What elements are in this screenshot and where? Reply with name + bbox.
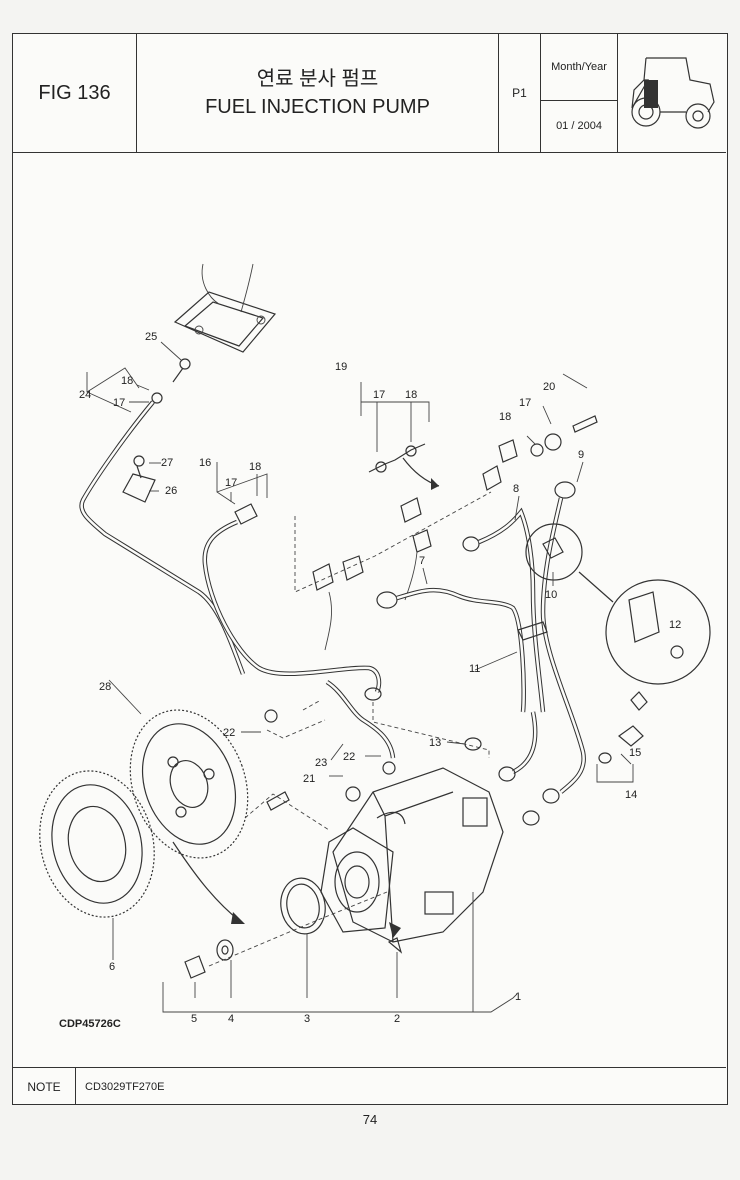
callout-10: 10 <box>545 589 557 601</box>
callout-1: 1 <box>515 991 521 1003</box>
callout-25: 25 <box>145 331 157 343</box>
date-block: Month/Year 01 / 2004 <box>541 34 618 152</box>
small-parts <box>184 791 403 979</box>
callout-2: 2 <box>394 1013 400 1025</box>
parts-sheet: FIG 136 연료 분사 펌프 FUEL INJECTION PUMP P1 … <box>12 33 728 1105</box>
gear-6 <box>39 770 245 924</box>
callout-3: 3 <box>304 1013 310 1025</box>
drawing-code: CDP45726C <box>59 1018 121 1030</box>
callout-28: 28 <box>99 681 111 693</box>
callout-22a: 22 <box>223 727 235 739</box>
pipe-16 <box>202 503 382 701</box>
callout-17a: 17 <box>113 397 125 409</box>
callout-12: 12 <box>669 619 681 631</box>
title-korean: 연료 분사 펌프 <box>256 68 379 90</box>
leakoff-19 <box>368 443 440 490</box>
title-english: FUEL INJECTION PUMP <box>205 96 430 118</box>
note-row: NOTE CD3029TF270E <box>13 1067 726 1105</box>
callout-15: 15 <box>629 747 641 759</box>
pump-body <box>320 767 504 943</box>
note-value: CD3029TF270E <box>85 1080 165 1093</box>
gear-28 <box>129 709 249 859</box>
exploded-diagram: 1 2 3 4 5 6 7 8 9 10 11 12 13 14 15 16 1… <box>39 263 711 1025</box>
note-label: NOTE <box>13 1068 76 1105</box>
banjo-fittings <box>464 691 648 764</box>
leader-lines <box>86 341 634 1013</box>
callout-27: 27 <box>161 457 173 469</box>
callout-17c: 17 <box>373 389 385 401</box>
callout-19: 19 <box>335 361 347 373</box>
callout-21: 21 <box>303 773 315 785</box>
callout-16: 16 <box>199 457 211 469</box>
callout-8: 8 <box>513 483 519 495</box>
callout-9: 9 <box>578 449 584 461</box>
pipe-7-8-9 <box>376 481 586 826</box>
header: FIG 136 연료 분사 펌프 FUEL INJECTION PUMP P1 … <box>13 34 726 153</box>
date-value: 01 / 2004 <box>556 120 602 132</box>
callout-20: 20 <box>543 381 555 393</box>
callout-17b: 17 <box>225 477 237 489</box>
title-block: 연료 분사 펌프 FUEL INJECTION PUMP <box>137 34 499 152</box>
callout-13: 13 <box>429 737 441 749</box>
callout-5: 5 <box>191 1013 197 1025</box>
hose-23 <box>264 680 396 802</box>
page-code: P1 <box>499 34 541 152</box>
callout-14: 14 <box>625 789 637 801</box>
date-label: Month/Year <box>541 34 617 101</box>
callout-18d: 18 <box>499 411 511 423</box>
callout-11: 11 <box>469 663 480 675</box>
fitting-17-18 <box>530 415 598 457</box>
callout-7: 7 <box>419 555 425 567</box>
callout-18a: 18 <box>121 375 133 387</box>
callout-23: 23 <box>315 757 327 769</box>
callout-4: 4 <box>228 1013 234 1025</box>
intake-flange <box>173 263 277 353</box>
clamp-10 <box>517 523 711 685</box>
injector-row <box>266 439 518 758</box>
callout-22b: 22 <box>343 751 355 763</box>
callout-17d: 17 <box>519 397 531 409</box>
callout-24: 24 <box>79 389 91 401</box>
callout-26: 26 <box>165 485 177 497</box>
callout-18b: 18 <box>249 461 261 473</box>
bracket-26 <box>122 455 156 503</box>
callout-labels: 1 2 3 4 5 6 7 8 9 10 11 12 13 14 15 16 1… <box>79 331 681 1025</box>
callout-18c: 18 <box>405 389 417 401</box>
callout-6: 6 <box>109 961 115 973</box>
tractor-icon <box>618 34 726 152</box>
page-number: 74 <box>362 1112 378 1127</box>
figure-number: FIG 136 <box>13 34 137 152</box>
return-pipe-24 <box>79 358 246 675</box>
